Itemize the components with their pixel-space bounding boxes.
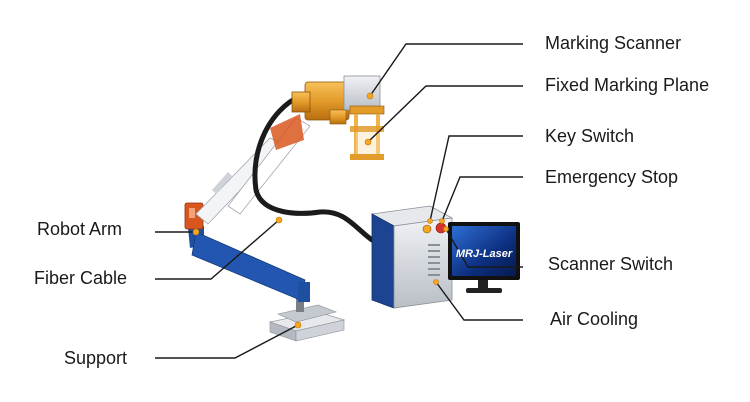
marking-scanner-head (291, 75, 381, 125)
robot-arm-column (188, 226, 310, 302)
fiber-cable (252, 93, 375, 243)
fixed-marking-plane (349, 105, 385, 160)
monitor-brand-text: MRJ-Laser (456, 248, 513, 260)
callout-line-support (155, 324, 299, 359)
laser-cabinet (370, 205, 454, 309)
label-robot-arm: Robot Arm (37, 219, 123, 239)
air-cooling-vents (428, 244, 440, 276)
label-key-switch: Key Switch (545, 126, 635, 146)
label-emergency-stop: Emergency Stop (545, 167, 679, 187)
callout-line-emergency-stop (441, 176, 523, 222)
label-marking-scanner: Marking Scanner (545, 33, 682, 53)
callout-line-scanner-switch (445, 228, 523, 268)
callout-line-marking-scanner (369, 43, 523, 97)
callout-line-fixed-marking-plane (367, 85, 523, 143)
callout-dots (192, 92, 449, 329)
support-base (268, 298, 346, 342)
key-switch-knob (422, 224, 432, 234)
label-fiber-cable: Fiber Cable (34, 268, 128, 288)
callout-line-fiber-cable (155, 219, 280, 280)
label-air-cooling: Air Cooling (550, 309, 639, 329)
robot-arm-upper (195, 114, 311, 225)
label-fixed-marking-plane: Fixed Marking Plane (545, 75, 710, 95)
label-scanner-switch: Scanner Switch (548, 254, 674, 274)
robot-arm-joint (184, 202, 204, 230)
callout-line-air-cooling (435, 281, 523, 321)
callout-line-key-switch (429, 135, 523, 222)
label-support: Support (64, 348, 128, 368)
callout-lines (155, 43, 523, 359)
